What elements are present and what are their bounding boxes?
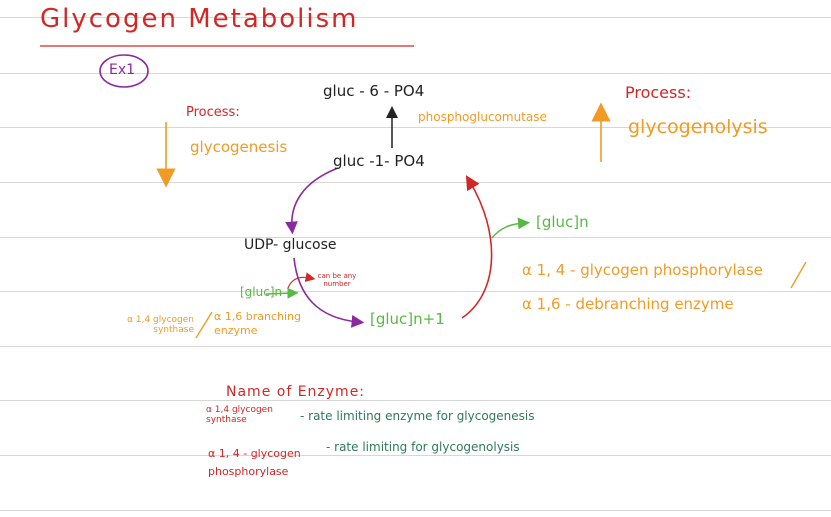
left-process-heading: Process: bbox=[186, 105, 240, 120]
right-process-heading: Process: bbox=[625, 83, 692, 102]
example-circle bbox=[99, 54, 149, 88]
slash-left bbox=[195, 311, 213, 339]
udp-to-glucn1-arrow bbox=[293, 257, 365, 328]
ruled-line bbox=[0, 346, 831, 347]
debranching-label: α 1,6 - debranching enzyme bbox=[522, 295, 734, 313]
any-number-note: can be any number bbox=[317, 272, 357, 288]
example-label: Ex1 bbox=[109, 62, 136, 78]
glucn1-label: [gluc]n+1 bbox=[370, 310, 445, 328]
glucn-right-label: [gluc]n bbox=[536, 213, 589, 231]
udp-glucose-label: UDP- glucose bbox=[244, 237, 337, 253]
ruled-line bbox=[0, 182, 831, 183]
ruled-line bbox=[0, 455, 831, 456]
glucn1-to-g1p-arrow bbox=[461, 175, 493, 319]
g6p-label: gluc - 6 - PO4 bbox=[323, 82, 425, 100]
any-number-pointer bbox=[287, 272, 316, 289]
right-process-name: glycogenolysis bbox=[628, 116, 768, 138]
page-title: Glycogen Metabolism bbox=[40, 4, 359, 34]
ruled-line bbox=[0, 17, 831, 18]
left-process-name: glycogenesis bbox=[190, 138, 288, 156]
ruled-line bbox=[0, 127, 831, 128]
mutase-label: phosphoglucomutase bbox=[418, 110, 547, 124]
enzyme-row1-name: α 1,4 glycogen synthase bbox=[206, 405, 273, 425]
glucn-left-arrow bbox=[265, 287, 299, 299]
ruled-line bbox=[0, 510, 831, 511]
enzyme-section-heading: Name of Enzyme: bbox=[226, 384, 366, 400]
ruled-line bbox=[0, 73, 831, 74]
g1p-label: gluc -1- PO4 bbox=[333, 152, 425, 170]
enzyme-row2-name: α 1, 4 - glycogen phosphorylase bbox=[208, 447, 301, 478]
synthase-label: α 1,4 glycogen synthase bbox=[127, 315, 194, 335]
ruled-line bbox=[0, 237, 831, 238]
ruled-line bbox=[0, 291, 831, 292]
glucn-left-label: [gluc]n bbox=[240, 285, 283, 299]
enzyme-row2-desc: - rate limiting for glycogenolysis bbox=[326, 440, 520, 454]
enzyme-row1-desc: - rate limiting enzyme for glycogenesis bbox=[300, 409, 535, 423]
g1p-to-udp-arrow bbox=[285, 167, 339, 235]
branching-label: α 1,6 branching enzyme bbox=[214, 310, 301, 338]
slash-right bbox=[790, 261, 807, 289]
phosphorylase-label: α 1, 4 - glycogen phosphorylase bbox=[522, 261, 763, 279]
branch-to-glucn-arrow bbox=[491, 217, 530, 239]
ruled-line bbox=[0, 400, 831, 401]
